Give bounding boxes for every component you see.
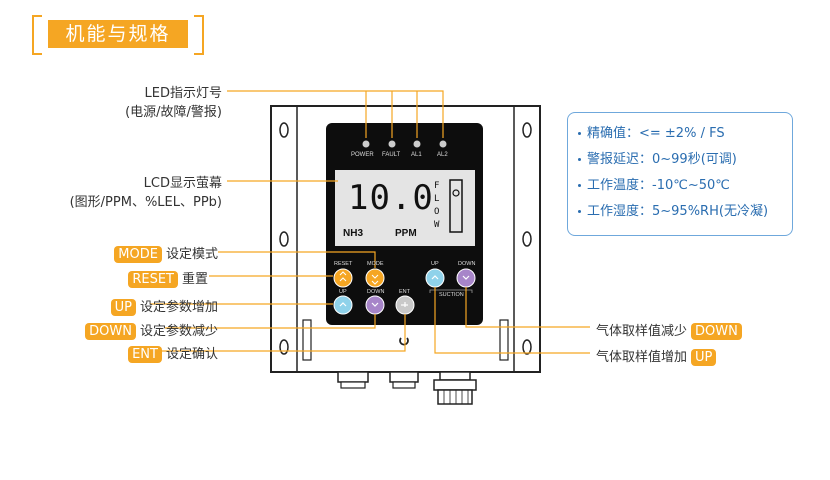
led-label-power: POWER <box>351 152 374 158</box>
btn-suction-up-shape <box>425 268 445 288</box>
btn-down-label: DOWN <box>367 289 385 295</box>
title-bracket-right <box>194 15 204 55</box>
led-label-al2: AL2 <box>437 152 448 158</box>
label-ent-text: 设定确认 <box>165 347 218 362</box>
spec-row: 警报延迟：0~99秒(可调) <box>578 147 782 173</box>
mount-hole <box>279 122 289 138</box>
mount-hole <box>522 231 532 247</box>
lcd-unit: PPM <box>395 228 417 239</box>
tag-down: DOWN <box>85 323 136 340</box>
tag-up: UP <box>110 299 136 316</box>
btn-down-shape <box>365 295 385 315</box>
label-mode-text: 设定模式 <box>165 247 218 262</box>
lcd-flow-l: L <box>434 194 440 204</box>
bullet-icon <box>578 184 581 187</box>
led-fault <box>388 140 396 148</box>
bullet-icon <box>578 210 581 213</box>
btn-suction-down-shape <box>456 268 476 288</box>
label-led-title: LED指示灯号 <box>144 86 222 101</box>
btn-suction-up-label: UP <box>431 261 439 267</box>
fitting <box>337 371 369 383</box>
spec-humidity: 工作湿度：5~95%RH(无冷凝) <box>587 204 769 219</box>
lcd-value: 10.0 <box>348 178 434 218</box>
tag-reset: RESET <box>128 271 178 288</box>
led-label-fault: FAULT <box>382 152 401 158</box>
lcd-flow: F L O W <box>434 180 439 232</box>
latch <box>302 319 312 361</box>
section-title: 机能与规格 <box>32 15 204 55</box>
spec-temperature: 工作温度：-10℃~50℃ <box>587 178 730 193</box>
lcd-flow-f: F <box>434 181 440 191</box>
led-label-al1: AL1 <box>411 152 422 158</box>
mount-hole <box>522 122 532 138</box>
label-up-text: 设定参数增加 <box>139 300 218 315</box>
label-lcd-title: LCD显示萤幕 <box>143 176 222 191</box>
btn-mode-label: MODE <box>367 261 384 267</box>
cable-gland <box>439 371 471 381</box>
tag-suction-down: DOWN <box>691 323 742 340</box>
spec-alarm-delay: 警报延迟：0~99秒(可调) <box>587 152 737 167</box>
btn-up-label: UP <box>339 289 347 295</box>
suction-label: SUCTION <box>439 292 464 298</box>
label-suction-down-text: 气体取样值减少 <box>596 324 688 339</box>
mount-hole <box>279 231 289 247</box>
lcd-screen <box>335 170 475 246</box>
spec-row: 工作湿度：5~95%RH(无冷凝) <box>578 199 782 225</box>
flow-bar <box>449 179 463 233</box>
latch <box>499 319 509 361</box>
label-lcd-sub: (图形/PPM、%LEL、PPb) <box>69 195 222 210</box>
led-power <box>362 140 370 148</box>
mount-hole <box>522 339 532 355</box>
lcd-flow-o: O <box>434 207 440 217</box>
tag-ent: ENT <box>128 346 162 363</box>
mount-hole <box>279 339 289 355</box>
tag-suction-up: UP <box>691 349 717 366</box>
btn-reset-label: RESET <box>334 261 353 267</box>
flow-indicator <box>452 189 460 197</box>
led-al2 <box>439 140 447 148</box>
leader-lines <box>147 90 590 354</box>
bullet-icon <box>578 158 581 161</box>
btn-ent-label: ENT <box>399 289 410 295</box>
fitting <box>389 371 419 383</box>
spec-row: 工作温度：-10℃~50℃ <box>578 173 782 199</box>
btn-suction-down-label: DOWN <box>458 261 476 267</box>
label-reset-text: 重置 <box>181 272 208 287</box>
spec-row: 精确值：<= ±2% / FS <box>578 121 782 147</box>
title-bracket-left <box>32 15 42 55</box>
lcd-flow-w: W <box>434 220 440 230</box>
label-led-sub: (电源/故障/警报) <box>125 105 222 120</box>
spec-accuracy: 精确值：<= ±2% / FS <box>587 126 725 141</box>
label-down-text: 设定参数减少 <box>139 324 218 339</box>
spec-box: 精确值：<= ±2% / FS 警报延迟：0~99秒(可调) 工作温度：-10℃… <box>567 112 793 236</box>
lcd-gas: NH3 <box>343 228 364 239</box>
led-al1 <box>413 140 421 148</box>
btn-up-shape <box>333 295 353 315</box>
tag-mode: MODE <box>114 246 162 263</box>
label-suction-up-text: 气体取样值增加 <box>596 350 688 365</box>
bullet-icon <box>578 132 581 135</box>
title-text: 机能与规格 <box>48 20 188 48</box>
